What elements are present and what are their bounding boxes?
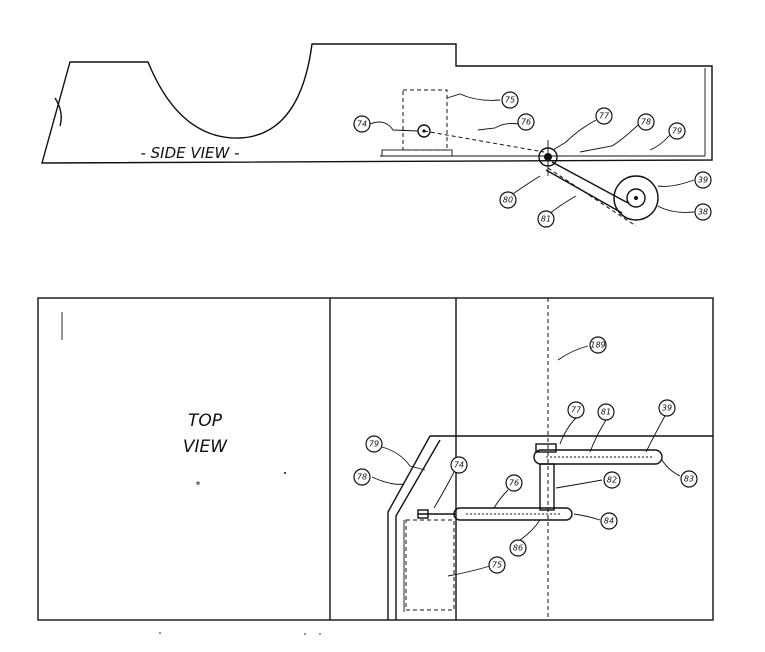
side-callout-75: 75	[501, 91, 519, 109]
side-callout-74: 74	[353, 115, 371, 133]
top-callout-189: 189	[589, 336, 607, 354]
top-callout-81: 81	[597, 403, 615, 421]
top-view: TOP VIEW * 189 77 81 39 79 78 74 76 82	[37, 297, 714, 621]
side-motor-housing	[402, 89, 448, 151]
top-callout-76: 76	[505, 474, 523, 492]
top-upper-pulley-77	[535, 443, 557, 453]
top-contour-outer	[387, 435, 431, 620]
side-callout-80: 80	[499, 191, 517, 209]
top-upper-belt	[533, 449, 663, 465]
svg-text:83: 83	[684, 475, 694, 484]
svg-text:78: 78	[357, 473, 367, 482]
top-pulley-74	[417, 509, 429, 519]
svg-text:77: 77	[571, 406, 582, 415]
side-callout-38: 38	[694, 203, 712, 221]
side-hull-outline	[41, 43, 713, 164]
svg-text:74: 74	[454, 461, 464, 470]
side-drum-inner	[626, 188, 646, 208]
svg-text:84: 84	[604, 517, 614, 526]
side-drum-hub	[634, 196, 638, 200]
top-view-title-line2: VIEW	[183, 437, 228, 457]
top-leader-lines	[371, 345, 681, 577]
top-callout-84: 84	[600, 512, 618, 530]
top-callout-39: 39	[658, 399, 676, 417]
top-contour-inner	[395, 439, 441, 620]
svg-text:82: 82	[607, 476, 617, 485]
top-callout-78: 78	[353, 468, 371, 486]
top-callout-86: 86	[509, 539, 527, 557]
side-callout-39: 39	[694, 171, 712, 189]
svg-text:39: 39	[698, 176, 708, 185]
side-pulley-74-hub	[422, 129, 426, 133]
svg-text:78: 78	[641, 118, 651, 127]
top-callout-74: 74	[450, 456, 468, 474]
side-callout-78: 78	[637, 113, 655, 131]
top-callout-83: 83	[680, 470, 698, 488]
scan-artifacts	[159, 472, 321, 635]
side-belt-dashed	[547, 167, 637, 227]
top-center-mark: *	[196, 480, 201, 491]
svg-text:79: 79	[672, 127, 682, 136]
top-frame	[37, 297, 714, 621]
svg-text:76: 76	[509, 479, 519, 488]
svg-text:81: 81	[601, 408, 611, 417]
svg-text:76: 76	[521, 118, 531, 127]
side-motor-base	[381, 149, 453, 157]
svg-text:77: 77	[599, 112, 610, 121]
side-drive-shaft	[423, 130, 545, 153]
side-callout-79: 79	[668, 122, 686, 140]
top-callout-75: 75	[488, 556, 506, 574]
top-motor-footprint	[405, 519, 455, 611]
svg-text:189: 189	[590, 341, 605, 350]
svg-text:81: 81	[541, 215, 551, 224]
svg-text:75: 75	[492, 561, 502, 570]
svg-text:79: 79	[369, 440, 379, 449]
side-drum-38	[613, 175, 659, 221]
svg-text:74: 74	[357, 120, 367, 129]
top-shaft-82	[539, 463, 555, 511]
side-callout-81: 81	[537, 210, 555, 228]
side-leader-lines	[369, 93, 695, 216]
side-callout-76: 76	[517, 113, 535, 131]
top-callout-77: 77	[567, 401, 585, 419]
top-callout-79: 79	[365, 435, 383, 453]
svg-text:75: 75	[505, 96, 515, 105]
svg-text:38: 38	[698, 208, 708, 217]
side-callout-77: 77	[595, 107, 613, 125]
svg-text:86: 86	[513, 544, 523, 553]
svg-text:80: 80	[503, 196, 513, 205]
top-callout-82: 82	[603, 471, 621, 489]
svg-text:39: 39	[662, 404, 672, 413]
side-view-title: - SIDE VIEW -	[140, 144, 239, 162]
side-belt-upper	[551, 161, 629, 204]
top-view-title-line1: TOP	[188, 411, 223, 431]
side-hull-rear-edge	[54, 97, 62, 127]
side-view: - SIDE VIEW - 74 75 76 77 78 79 39 38 80…	[41, 43, 713, 228]
